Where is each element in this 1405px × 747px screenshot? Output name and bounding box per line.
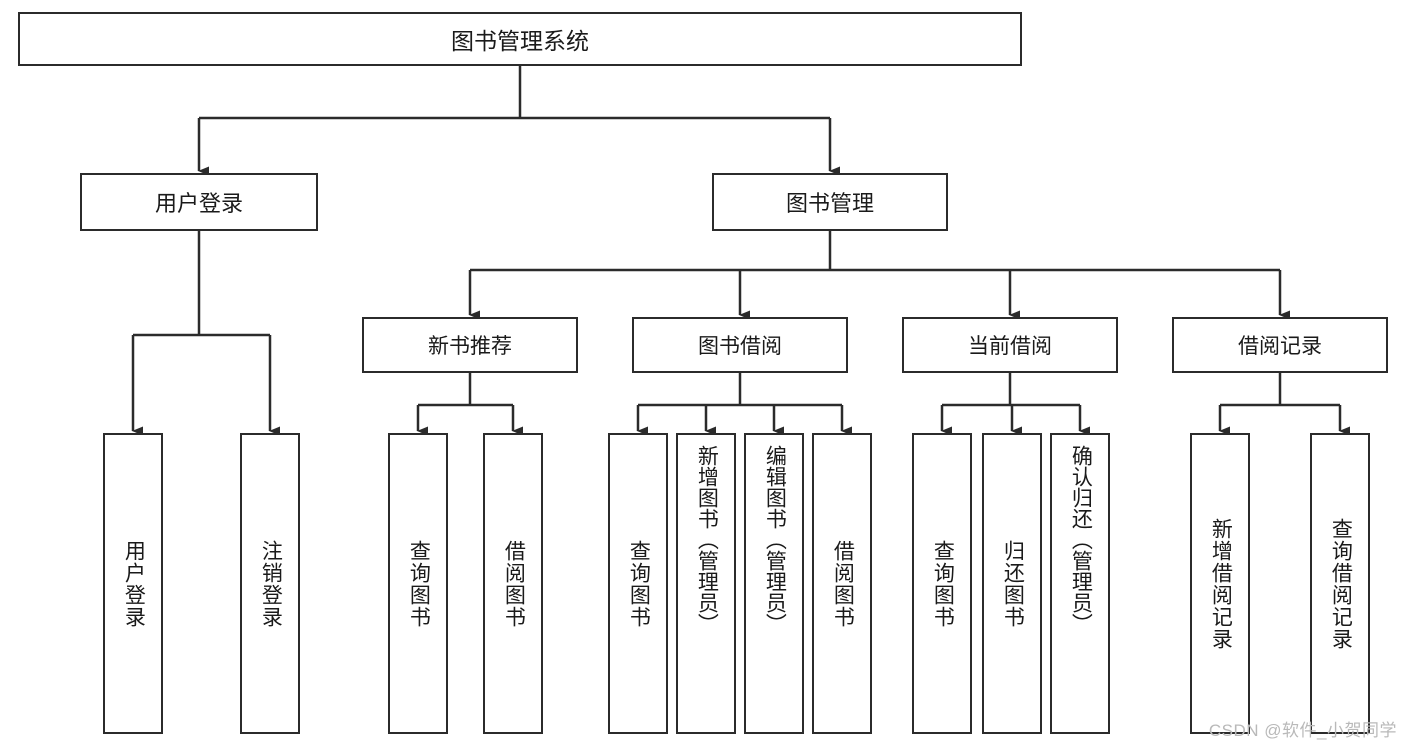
node-user-login[interactable]: 用户登录 [80,173,318,231]
leaf-edit-book-admin-label: 编辑图书（管理员） [763,445,787,634]
leaf-query-book-borrow-label: 查询图书 [627,539,651,628]
leaf-query-borrow-record[interactable]: 查询借阅记录 [1310,433,1370,734]
leaf-query-book-borrow[interactable]: 查询图书 [608,433,668,734]
leaf-logout-login-label: 注销登录 [259,539,283,628]
leaf-add-borrow-record-label: 新增借阅记录 [1209,517,1233,650]
node-user-login-label: 用户登录 [154,191,243,216]
leaf-user-login-label: 用户登录 [122,539,146,628]
node-new-book-recommend-label: 新书推荐 [428,335,512,358]
node-current-borrow-label: 当前借阅 [968,335,1052,358]
leaf-confirm-return-admin-label: 确认归还（管理员） [1069,445,1093,634]
leaf-add-borrow-record[interactable]: 新增借阅记录 [1190,433,1250,734]
leaf-borrow-book-recommend[interactable]: 借阅图书 [483,433,543,734]
node-borrow-record-label: 借阅记录 [1238,335,1322,358]
leaf-add-book-admin[interactable]: 新增图书（管理员） [676,433,736,734]
node-borrow-record[interactable]: 借阅记录 [1172,317,1388,373]
node-book-manage[interactable]: 图书管理 [712,173,948,231]
leaf-query-book-current[interactable]: 查询图书 [912,433,972,734]
node-book-borrow[interactable]: 图书借阅 [632,317,848,373]
node-current-borrow[interactable]: 当前借阅 [902,317,1118,373]
leaf-return-book[interactable]: 归还图书 [982,433,1042,734]
leaf-return-book-label: 归还图书 [1001,539,1025,628]
leaf-query-book-recommend[interactable]: 查询图书 [388,433,448,734]
leaf-edit-book-admin[interactable]: 编辑图书（管理员） [744,433,804,734]
leaf-query-borrow-record-label: 查询借阅记录 [1329,517,1353,650]
leaf-user-login[interactable]: 用户登录 [103,433,163,734]
leaf-borrow-book-recommend-label: 借阅图书 [502,539,526,628]
leaf-borrow-book-label: 借阅图书 [831,539,855,628]
leaf-query-book-recommend-label: 查询图书 [407,539,431,628]
node-book-borrow-label: 图书借阅 [698,335,782,358]
leaf-logout-login[interactable]: 注销登录 [240,433,300,734]
node-new-book-recommend[interactable]: 新书推荐 [362,317,578,373]
leaf-borrow-book[interactable]: 借阅图书 [812,433,872,734]
node-root-label: 图书管理系统 [451,28,589,54]
node-book-manage-label: 图书管理 [785,191,874,216]
leaf-confirm-return-admin[interactable]: 确认归还（管理员） [1050,433,1110,734]
csdn-watermark: CSDN @软件_小贺同学 [1208,721,1397,740]
node-root[interactable]: 图书管理系统 [18,12,1022,66]
leaf-query-book-current-label: 查询图书 [931,539,955,628]
leaf-add-book-admin-label: 新增图书（管理员） [695,445,719,634]
